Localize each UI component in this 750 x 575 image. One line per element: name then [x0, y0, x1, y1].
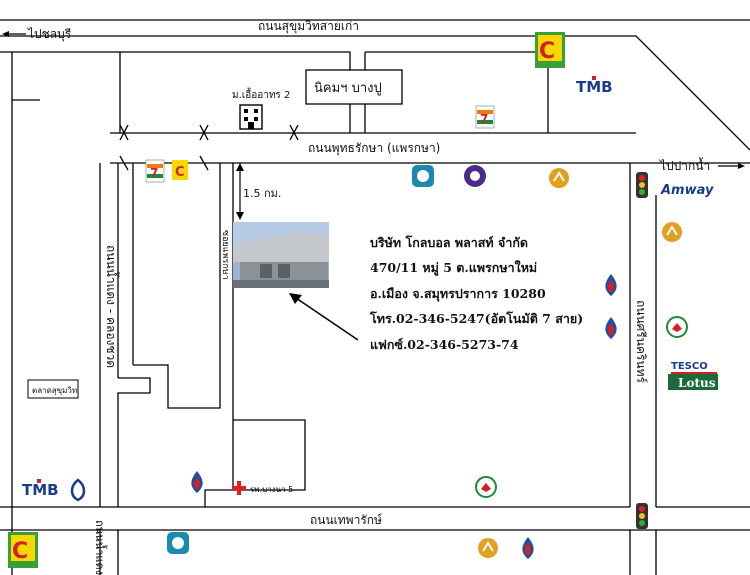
ptt-fuel-icon-3 [191, 471, 203, 493]
krungsri-bank-icon [549, 168, 569, 188]
svg-text:C: C [175, 165, 185, 180]
traffic-light-icon-2 [636, 503, 648, 529]
pointer-arrow [289, 293, 359, 341]
svg-text:7: 7 [150, 166, 158, 180]
road-label-srinakarin: ถนนศรีนครินทร์ [634, 300, 648, 384]
kasikorn-bank-icon-2 [475, 476, 497, 498]
bigc-logo-3: C [8, 532, 38, 568]
svg-text:รพ.บางนา 5: รพ.บางนา 5 [250, 485, 293, 494]
svg-text:Lotus: Lotus [678, 376, 716, 390]
bigc-logo-2: C [172, 160, 188, 180]
arrow-left-icon [2, 31, 9, 37]
bangpoo-industrial-box: นิคมฯ บางปู [305, 69, 403, 105]
market-box: ตลาดสุขุมวิท [27, 379, 79, 399]
krungthai-bank-icon [412, 165, 434, 187]
svg-text:TESCO: TESCO [671, 361, 708, 372]
road-label-thepharak: ถนนเทพารักษ์ [310, 513, 382, 527]
direction-paknam: ไปปากน้ำ [659, 157, 745, 173]
krungsri-bank-icon-3 [478, 538, 498, 558]
scb-bank-icon [464, 165, 486, 187]
svg-text:C: C [12, 539, 28, 564]
arrow-up-icon [236, 163, 244, 171]
ptt-fuel-icon-4 [522, 537, 534, 559]
tmb-logo-2: TMB [22, 479, 59, 499]
company-fax: แฟกซ์.02-346-5273-74 [370, 337, 519, 352]
company-name: บริษัท โกลบอล พลาสท์ จำกัด [370, 235, 528, 250]
company-address-1: 470/11 หมู่ 5 ต.แพรกษาใหม่ [370, 260, 537, 276]
svg-text:ม.เอื้ออาทร 2: ม.เอื้ออาทร 2 [232, 87, 290, 101]
arrow-down-icon [236, 212, 244, 220]
svg-text:C: C [539, 39, 555, 64]
svg-text:TMB: TMB [576, 78, 613, 96]
road-label-namdaeng: ถนนน้ำแดง - คลองชวด [104, 245, 120, 368]
road-label-bottom-left: ถนนน้ำแดง [93, 520, 108, 575]
tesco-lotus-logo: TESCO Lotus [668, 358, 718, 390]
traffic-light-icon [636, 172, 648, 198]
tmb-logo: TMB [576, 76, 613, 96]
svg-text:7: 7 [480, 112, 488, 126]
svg-text:ตลาดสุขุมวิท: ตลาดสุขุมวิท [32, 386, 77, 395]
company-info: บริษัท โกลบอล พลาสท์ จำกัด 470/11 หมู่ 5… [369, 235, 583, 352]
svg-text:ไปชลบุรี: ไปชลบุรี [27, 27, 72, 42]
svg-text:Amway: Amway [660, 183, 714, 198]
svg-text:TMB: TMB [22, 481, 59, 499]
direction-chonburi: ไปชลบุรี [2, 27, 72, 42]
company-address-2: อ.เมือง จ.สมุทรปราการ 10280 [370, 286, 546, 302]
road-label-sukhumvit-old: ถนนสุขุมวิทสายเก่า [258, 19, 359, 34]
krungsri-bank-icon-2 [662, 222, 682, 242]
road-network [0, 19, 750, 575]
ptt-fuel-icon-2 [605, 317, 617, 339]
bualuang-bank-icon [70, 478, 86, 502]
ptt-fuel-icon [605, 274, 617, 296]
red-cross-icon [232, 481, 246, 495]
svg-text:นิคมฯ บางปู: นิคมฯ บางปู [314, 81, 382, 96]
krungthai-bank-icon-2 [167, 532, 189, 554]
arrow-right-icon [738, 163, 745, 169]
building-icon [239, 104, 263, 130]
svg-text:1.5 กม.: 1.5 กม. [243, 187, 281, 200]
svg-text:ไปปากน้ำ: ไปปากน้ำ [659, 157, 710, 173]
amway-logo: Amway [660, 183, 714, 198]
hospital-label: รพ.บางนา 5 [232, 481, 293, 495]
factory-photo [233, 222, 329, 288]
seven-eleven-logo: 7 [475, 105, 495, 129]
distance-marker: 1.5 กม. [236, 163, 281, 220]
village-label: ม.เอื้ออาทร 2 [232, 87, 290, 130]
company-phone: โทร.02-346-5247(อัตโนมัติ 7 สาย) [369, 311, 583, 326]
road-label-phutthaarak: ถนนพุทธรักษา (แพรกษา) [308, 141, 440, 156]
seven-eleven-logo-2: 7 [145, 159, 165, 183]
road-label-soi: ซอยแพรกษา [220, 230, 230, 280]
bigc-logo: C [535, 32, 565, 68]
kasikorn-bank-icon [666, 316, 688, 338]
arrow-icon [289, 293, 302, 304]
